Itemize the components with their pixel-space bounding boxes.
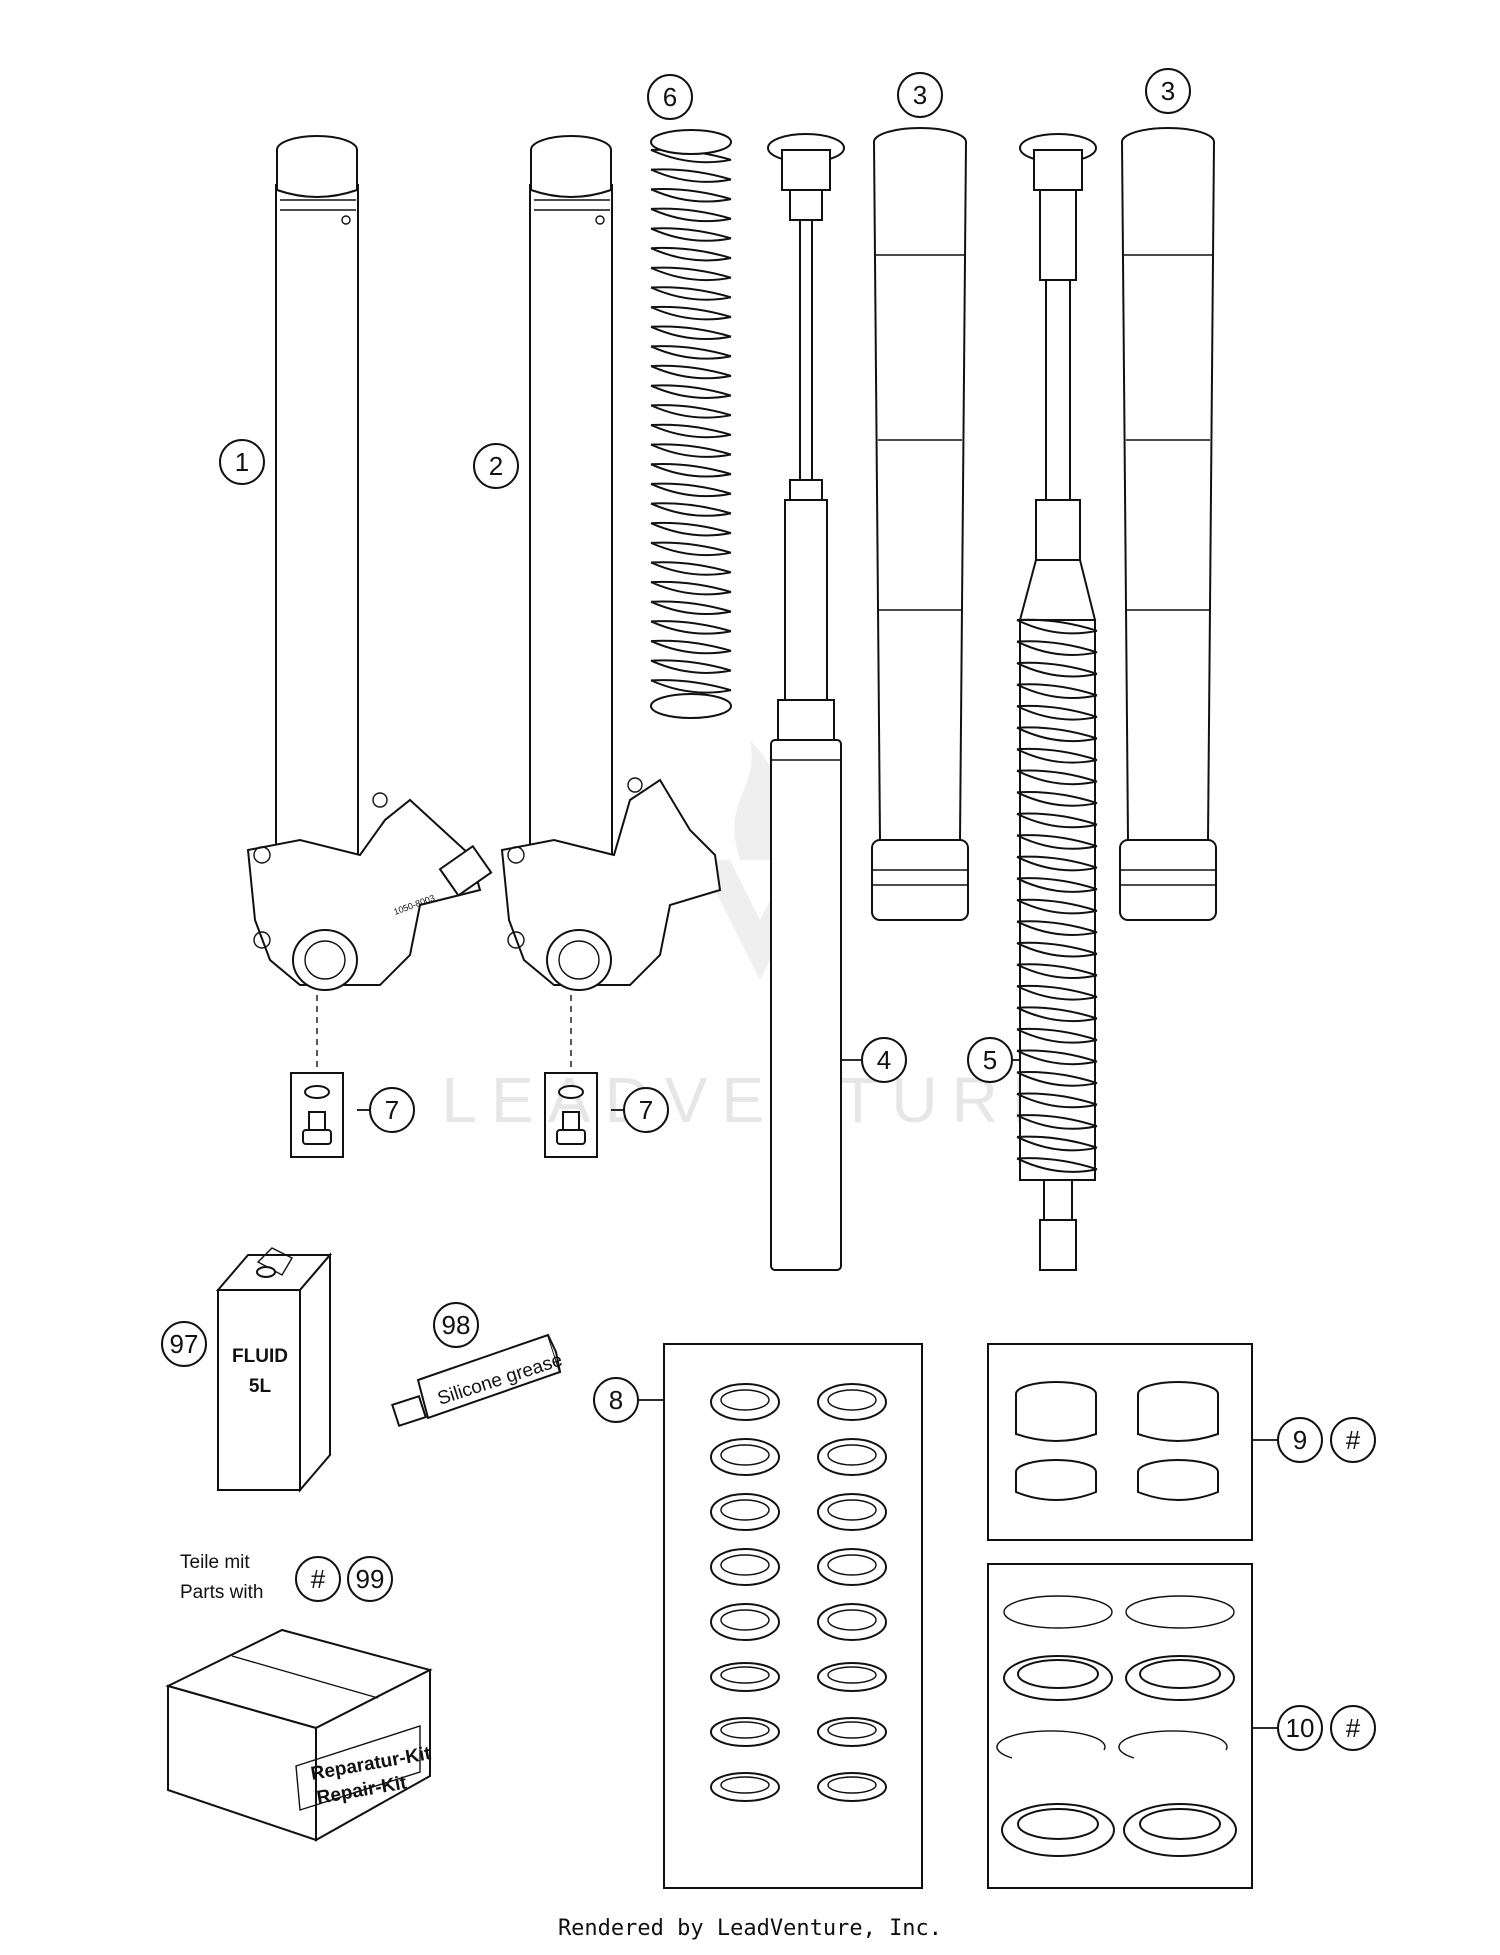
callout-9-hash[interactable]: #	[1330, 1417, 1376, 1463]
watermark-text: LEADVENTURE	[442, 1064, 1069, 1136]
leader-lines	[357, 1059, 1278, 1729]
guide-ring-inner	[827, 1721, 877, 1739]
callout-5[interactable]: 5	[967, 1037, 1013, 1083]
guide-ring-inner	[827, 1444, 877, 1466]
svg-text:#: #	[1346, 1425, 1361, 1455]
guide-ring-inner	[720, 1389, 770, 1411]
callout-97[interactable]: 97	[161, 1321, 207, 1367]
seal-set-box-8[interactable]	[663, 1343, 923, 1889]
footer-credit: Rendered by LeadVenture, Inc.	[557, 1916, 943, 1941]
guide-ring-inner	[827, 1666, 877, 1684]
svg-text:97: 97	[170, 1329, 199, 1359]
svg-text:10: 10	[1286, 1713, 1315, 1743]
svg-text:2: 2	[489, 451, 503, 481]
guide-ring-inner	[720, 1721, 770, 1739]
callout-7b[interactable]: 7	[623, 1087, 669, 1133]
fork-spring[interactable]	[650, 129, 732, 719]
callout-9[interactable]: 9	[1277, 1417, 1323, 1463]
parts-with-label: Parts with	[180, 1582, 263, 1603]
callout-hash[interactable]: #	[295, 1556, 341, 1602]
guide-ring-inner	[720, 1554, 770, 1576]
callout-99[interactable]: 99	[347, 1556, 393, 1602]
fork-outer-tube-left[interactable]: 1050-8003	[246, 135, 493, 991]
callout-3a[interactable]: 3	[897, 72, 943, 118]
svg-text:99: 99	[356, 1564, 385, 1594]
svg-text:9: 9	[1293, 1425, 1307, 1455]
callout-2[interactable]: 2	[473, 443, 519, 489]
callout-7a[interactable]: 7	[369, 1087, 415, 1133]
fluid-label: FLUID	[232, 1346, 288, 1367]
svg-text:7: 7	[639, 1095, 653, 1125]
guide-ring-inner	[827, 1609, 877, 1631]
fork-fluid-can[interactable]: FLUID 5L	[215, 1247, 333, 1493]
axle-clamp-screw-right[interactable]	[544, 995, 598, 1158]
guide-ring-inner	[720, 1609, 770, 1631]
svg-text:98: 98	[442, 1310, 471, 1340]
damping-cartridge-right[interactable]	[1016, 133, 1098, 1271]
silicone-grease-tube[interactable]: Silicone grease	[391, 1333, 565, 1428]
guide-ring-inner	[827, 1776, 877, 1794]
svg-text:4: 4	[877, 1045, 891, 1075]
callout-10-hash[interactable]: #	[1330, 1705, 1376, 1751]
callout-1[interactable]: 1	[219, 439, 265, 485]
svg-text:6: 6	[663, 82, 677, 112]
guide-ring-inner	[720, 1776, 770, 1794]
callout-98[interactable]: 98	[433, 1302, 479, 1348]
svg-text:5: 5	[983, 1045, 997, 1075]
callout-10[interactable]: 10	[1277, 1705, 1323, 1751]
guide-ring-inner	[827, 1554, 877, 1576]
callout-8[interactable]: 8	[593, 1377, 639, 1423]
svg-text:3: 3	[1161, 76, 1175, 106]
callout-3b[interactable]: 3	[1145, 68, 1191, 114]
guide-ring-inner	[720, 1444, 770, 1466]
svg-text:7: 7	[385, 1095, 399, 1125]
inner-tube-2[interactable]	[1119, 127, 1217, 921]
svg-text:3: 3	[913, 80, 927, 110]
guide-ring-inner	[827, 1389, 877, 1411]
fork-outer-tube-right[interactable]	[500, 135, 722, 991]
seal-set-box-10[interactable]	[987, 1563, 1253, 1889]
teile-mit-label: Teile mit	[180, 1552, 250, 1573]
bushing-set-box-9[interactable]	[987, 1343, 1253, 1541]
svg-text:1: 1	[235, 447, 249, 477]
inner-tube-1[interactable]	[871, 127, 969, 921]
repair-kit-box[interactable]: Reparatur-Kit Repair-Kit	[165, 1628, 433, 1842]
callout-4[interactable]: 4	[861, 1037, 907, 1083]
svg-text:#: #	[1346, 1713, 1361, 1743]
svg-text:8: 8	[609, 1385, 623, 1415]
damping-cartridge-left[interactable]	[767, 133, 845, 1271]
guide-ring-inner	[720, 1666, 770, 1684]
guide-ring-inner	[827, 1499, 877, 1521]
svg-text:#: #	[311, 1564, 326, 1594]
callout-6[interactable]: 6	[647, 74, 693, 120]
guide-ring-inner	[720, 1499, 770, 1521]
axle-clamp-screw-left[interactable]	[290, 995, 344, 1158]
fluid-volume: 5L	[249, 1376, 272, 1397]
